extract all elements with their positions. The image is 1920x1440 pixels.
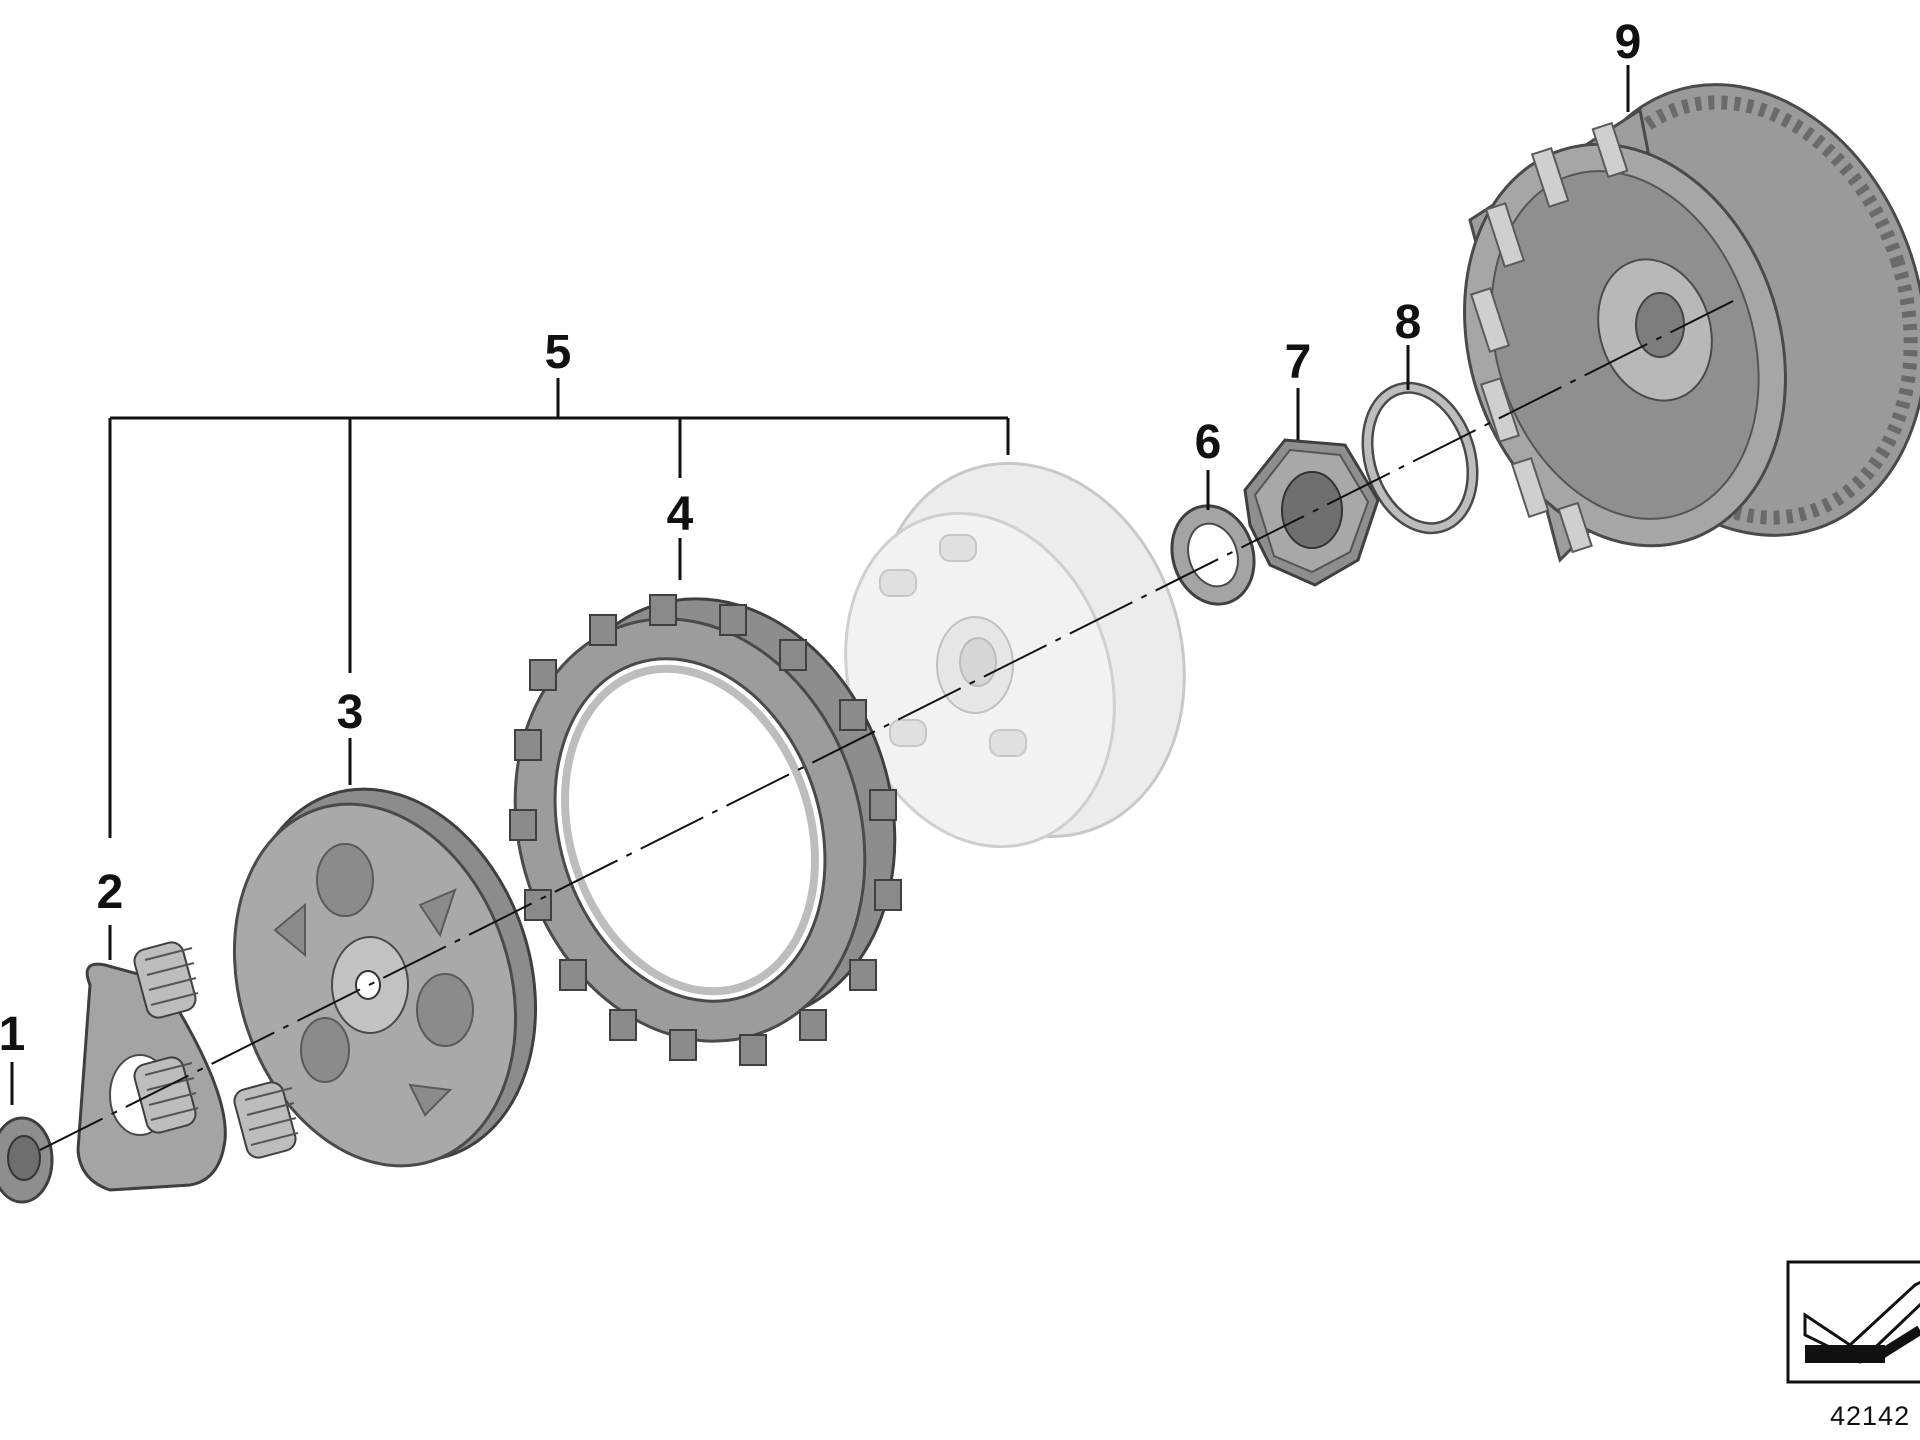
leader-lines xyxy=(10,65,1630,1105)
callout-5: 5 xyxy=(545,326,572,379)
callout-9: 9 xyxy=(1615,16,1642,69)
part-4-clutch-plates xyxy=(509,594,902,1066)
part-5-clutch-hub xyxy=(844,461,1186,849)
part-1-nut xyxy=(0,1116,54,1204)
part-6-washer xyxy=(1170,504,1256,606)
part-8-shim-ring xyxy=(1361,381,1479,535)
assembly-axis xyxy=(39,299,1736,1151)
callout-7: 7 xyxy=(1285,336,1312,389)
callout-8: 8 xyxy=(1395,296,1422,349)
part-7-hex-nut xyxy=(1243,438,1380,587)
callout-1: 1 xyxy=(0,1008,25,1061)
callout-6: 6 xyxy=(1195,416,1222,469)
view-direction-symbol xyxy=(1786,1260,1920,1384)
callout-2: 2 xyxy=(97,866,124,919)
part-2-spring-plate xyxy=(76,941,299,1192)
callout-4: 4 xyxy=(667,488,694,541)
part-9-clutch-basket xyxy=(1463,83,1920,563)
callout-labels: 1 2 3 4 5 6 7 8 9 xyxy=(0,16,1641,1061)
callout-3: 3 xyxy=(337,686,364,739)
reference-number: 42142 xyxy=(1830,1401,1910,1431)
